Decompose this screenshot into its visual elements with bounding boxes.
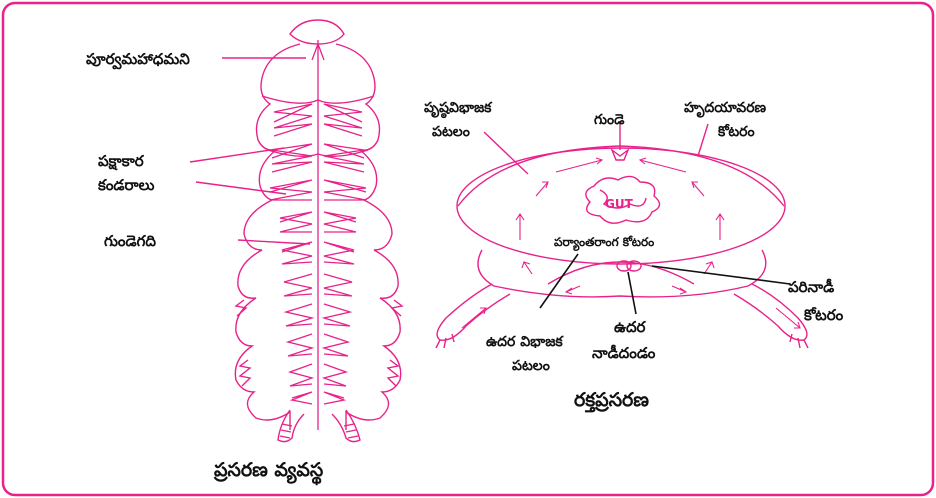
pointer-dorsal-diaphragm	[484, 132, 528, 174]
pointer-perineural-sinus	[652, 266, 790, 284]
cross-section-figure: GUT పృష్ఠవిభ	[424, 100, 844, 413]
label-alary-muscles-2: కండరాలు	[97, 176, 154, 194]
heart-shape	[612, 150, 628, 160]
label-alary-muscles-1: పక్షాకార	[98, 152, 145, 171]
label-heart: గుండె	[594, 112, 625, 128]
label-dorsal-diaphragm-2: పటలం	[432, 124, 470, 140]
pointer-pericardial-sinus	[698, 124, 708, 156]
label-dorsal-diaphragm-1: పృష్ఠవిభాజక	[424, 100, 493, 118]
gut-label: GUT	[605, 197, 634, 211]
label-perineural-sinus-2: కోటరం	[803, 306, 844, 324]
label-pericardial-sinus-2: కోటరం	[717, 123, 755, 140]
pointer-ventral-diaphragm	[540, 254, 578, 308]
label-perivisceral-sinus: పర్యాంతరాంగ కోటరం	[554, 235, 654, 251]
label-dorsal-aorta: పూర్వమహాధమని	[86, 50, 190, 70]
insect-body-figure: పూర్వమహాధమని పక్షాకార కండరాలు గుండెగది ప…	[86, 20, 402, 486]
label-nerve-cord-2: నాడీదండం	[592, 344, 656, 362]
leg-right-claw	[790, 334, 808, 348]
label-pericardial-sinus-1: హృదయావరణ	[684, 100, 767, 118]
label-ventral-diaphragm-2: పటలం	[512, 358, 550, 374]
label-ventral-diaphragm-1: ఉదర విభాజక	[486, 334, 564, 350]
label-perineural-sinus-1: పరినాడీ	[788, 278, 834, 296]
label-heart-chambers: గుండెగది	[104, 232, 156, 250]
leg-left-claw	[436, 334, 454, 348]
ventral-body-wall	[478, 250, 766, 297]
label-nerve-cord-1: ఉదర	[614, 318, 647, 336]
leg-left	[437, 284, 510, 340]
caption-circulatory-system: ప్రసరణ వ్యవస్థ	[214, 459, 324, 486]
caption-blood-circulation: రక్తప్రసరణ	[574, 389, 649, 413]
pointer-nerve-cord	[628, 272, 636, 314]
insect-head	[290, 20, 344, 44]
